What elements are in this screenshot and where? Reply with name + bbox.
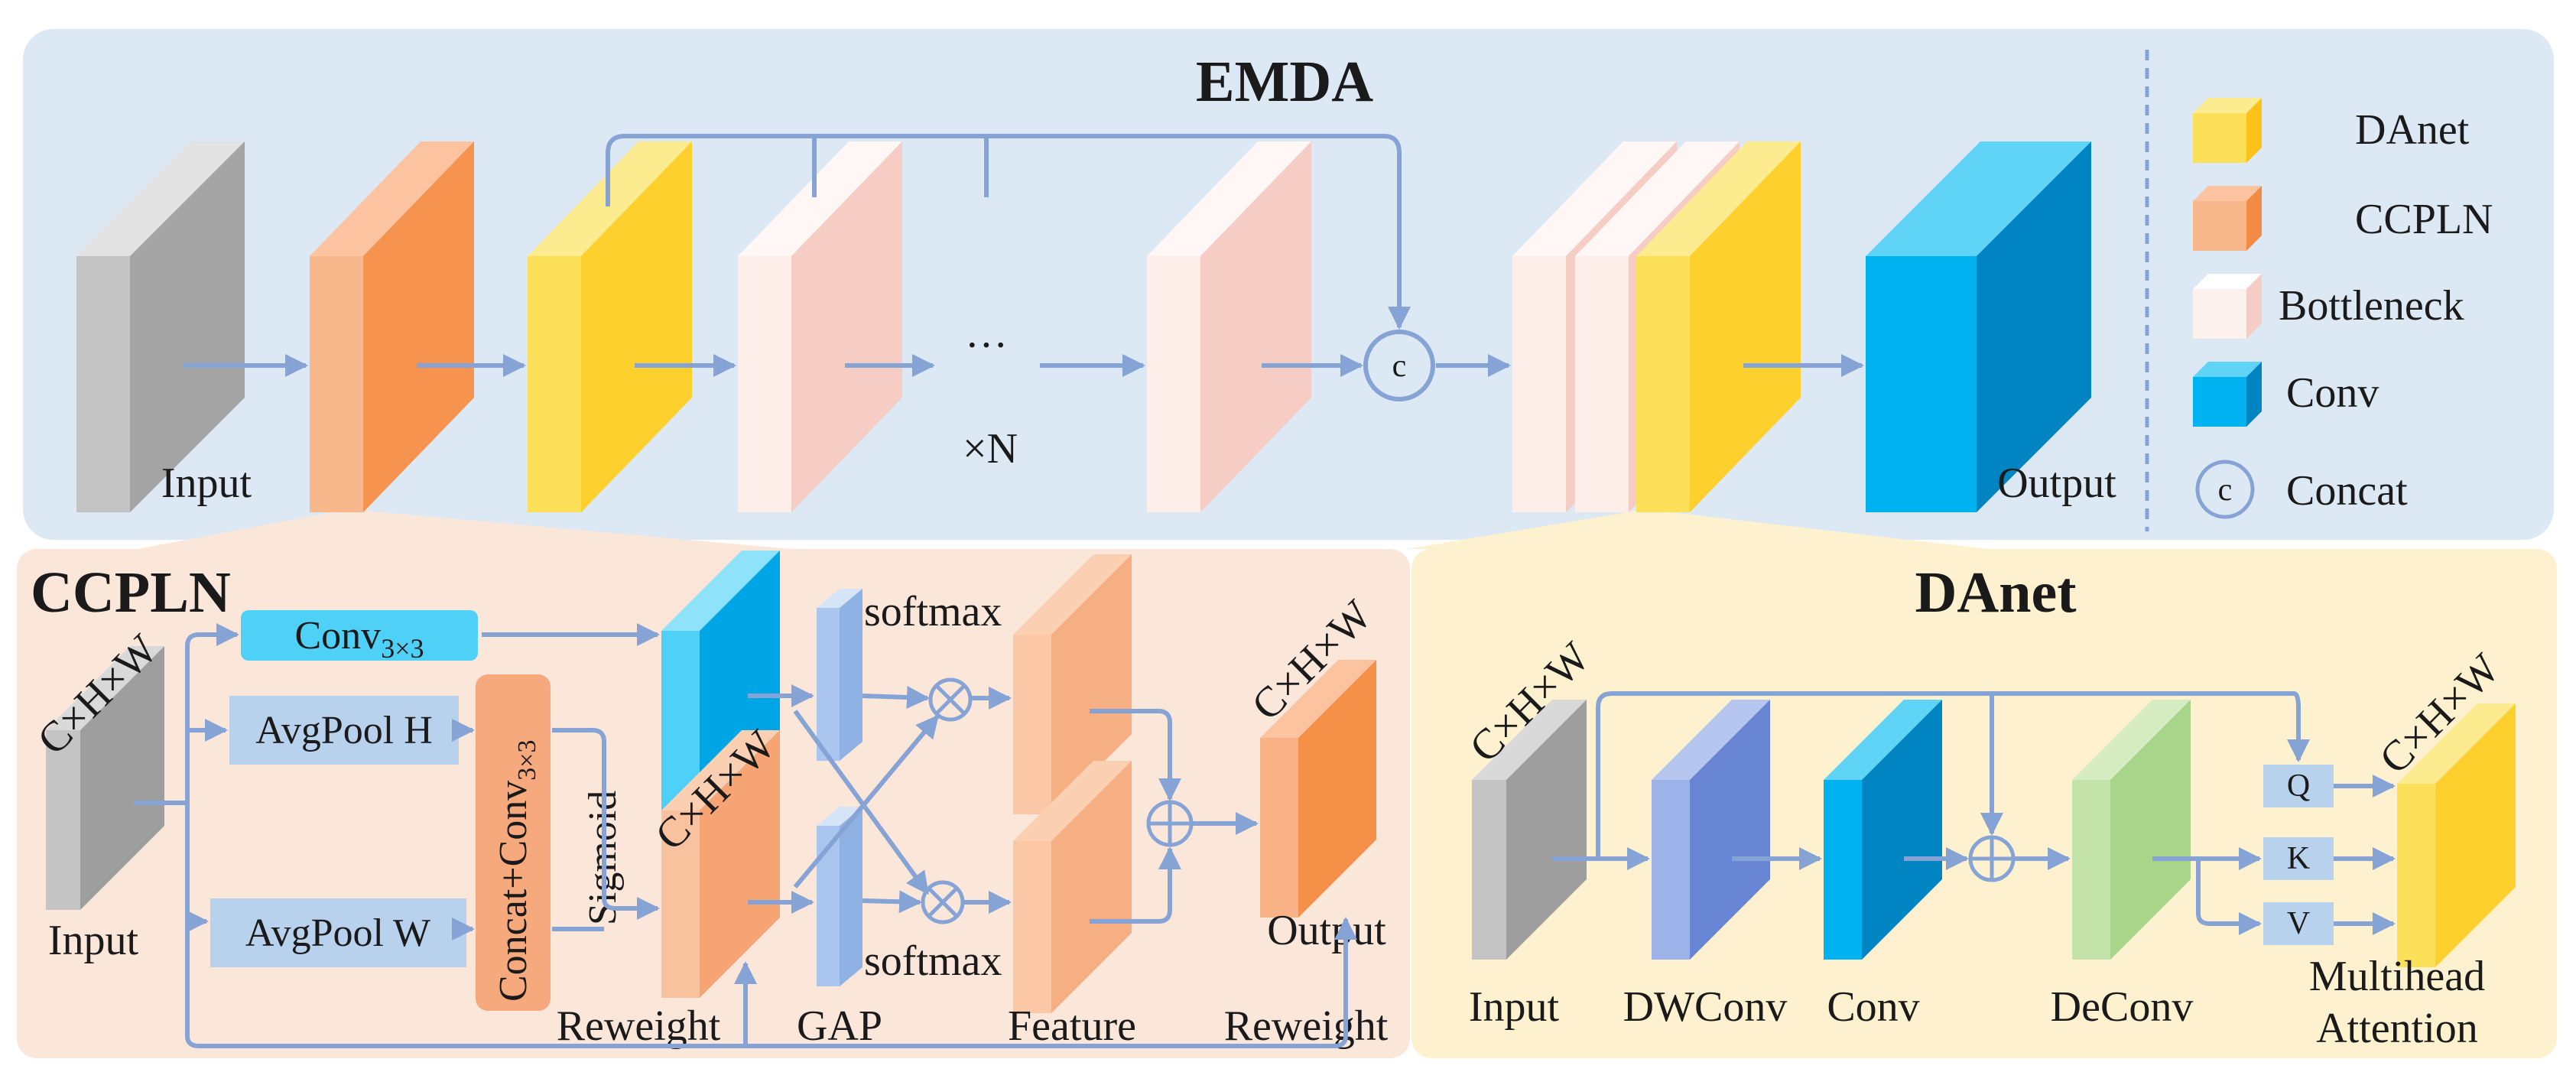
ccpln-gap-bar-top <box>817 589 862 761</box>
danet-add-icon <box>1968 835 2016 882</box>
ccpln-softmax-bottom-label: softmax <box>864 937 1002 985</box>
emda-conv-output-block <box>1866 141 2091 512</box>
danet-deconv-label: DeConv <box>2051 983 2194 1031</box>
danet-multihead-label-1: Multihead <box>2309 953 2485 1000</box>
legend-label-conv: Conv <box>2286 369 2379 417</box>
ccpln-feature-label: Feature <box>1008 1002 1136 1050</box>
ccpln-avgpool-w-label: AvgPool W <box>245 911 430 955</box>
ccpln-multiply-icon-top <box>928 677 973 722</box>
ccpln-block-icon <box>2193 186 2262 251</box>
danet-k-box <box>2263 837 2334 880</box>
danet-block-icon <box>2193 98 2262 163</box>
legend-label-ccpln: CCPLN <box>2355 196 2493 243</box>
emda-danet-block <box>528 141 692 512</box>
bottleneck-block-icon <box>2193 274 2262 339</box>
ccpln-conv3x3-label: Conv3×3 <box>295 614 424 664</box>
danet-conv-block <box>1824 700 1942 960</box>
danet-v-box <box>2263 902 2334 945</box>
danet-v-label: V <box>2287 906 2310 941</box>
ccpln-concat-conv-box <box>476 674 551 1011</box>
emda-input-block <box>76 141 245 512</box>
ccpln-gap-bar-bottom <box>817 807 862 986</box>
ccpln-zoom-connector <box>138 511 791 549</box>
legend-label-danet: DAnet <box>2355 106 2470 154</box>
emda-ellipsis: ··· <box>965 322 1008 369</box>
ccpln-softmax-top-label: softmax <box>864 588 1002 635</box>
emda-bottleneck-block-2 <box>1147 141 1311 512</box>
danet-input-label: Input <box>1469 983 1560 1031</box>
ccpln-reweight-label-2: Reweight <box>1224 1002 1389 1050</box>
danet-arrows <box>1552 691 2396 935</box>
ccpln-output-block <box>1260 660 1376 918</box>
emda-ccpln-block <box>310 141 474 512</box>
ccpln-conv3x3-box <box>241 610 478 661</box>
ccpln-add-icon <box>1146 800 1194 847</box>
conv-block-icon <box>2193 362 2262 427</box>
emda-arrows <box>184 134 1864 377</box>
ccpln-title: CCPLN <box>31 560 231 625</box>
danet-multihead-label-2: Attention <box>2316 1005 2478 1052</box>
ccpln-input-block <box>46 646 164 910</box>
ccpln-feature-block-bottom <box>1013 761 1132 1013</box>
emda-concat-symbol: c <box>1392 349 1407 384</box>
ccpln-gap-label: GAP <box>797 1002 882 1050</box>
danet-q-label: Q <box>2287 768 2310 804</box>
danet-dwconv-label: DWConv <box>1623 983 1788 1031</box>
danet-dwconv-block <box>1652 700 1770 960</box>
ccpln-feature-block-top <box>1013 554 1132 814</box>
emda-concat-stack <box>1512 141 1801 512</box>
ccpln-avgpool-h-box <box>229 696 459 765</box>
ccpln-avgpool-h-label: AvgPool H <box>255 709 433 752</box>
danet-conv-label: Conv <box>1827 983 1919 1031</box>
legend-concat-symbol: c <box>2218 473 2233 508</box>
danet-k-label: K <box>2287 841 2310 876</box>
danet-title: DAnet <box>1915 560 2076 625</box>
ccpln-avgpool-w-box <box>210 898 466 967</box>
ccpln-arrows <box>134 623 1357 1048</box>
danet-deconv-block <box>2072 700 2191 960</box>
danet-q-box <box>2263 765 2334 807</box>
emda-concat-circle <box>1363 330 1435 401</box>
ccpln-multiply-icon-bottom <box>921 880 965 924</box>
ccpln-output-label: Output <box>1267 907 1386 954</box>
danet-input-block <box>1472 700 1587 960</box>
ccpln-reweight-block <box>661 730 780 998</box>
ccpln-reweight-label-1: Reweight <box>557 1002 721 1050</box>
legend: DAnet CCPLN Bottleneck Conv c Concat <box>2193 98 2493 519</box>
emda-output-label: Output <box>1997 460 2116 507</box>
emda-repeat-label: ×N <box>963 425 1018 473</box>
emda-input-label: Input <box>161 460 252 507</box>
ccpln-concat-conv-label: Concat+Conv3×3 <box>492 740 541 1002</box>
danet-attention-output-block <box>2397 703 2516 967</box>
concat-circle-icon <box>2195 460 2255 519</box>
legend-label-concat: Concat <box>2286 467 2408 515</box>
emda-bottleneck-block-1 <box>738 141 902 512</box>
emda-title: EMDA <box>1196 50 1373 114</box>
ccpln-input-label: Input <box>48 917 139 964</box>
legend-label-bottleneck: Bottleneck <box>2279 282 2464 330</box>
danet-zoom-connector <box>1407 511 1988 549</box>
